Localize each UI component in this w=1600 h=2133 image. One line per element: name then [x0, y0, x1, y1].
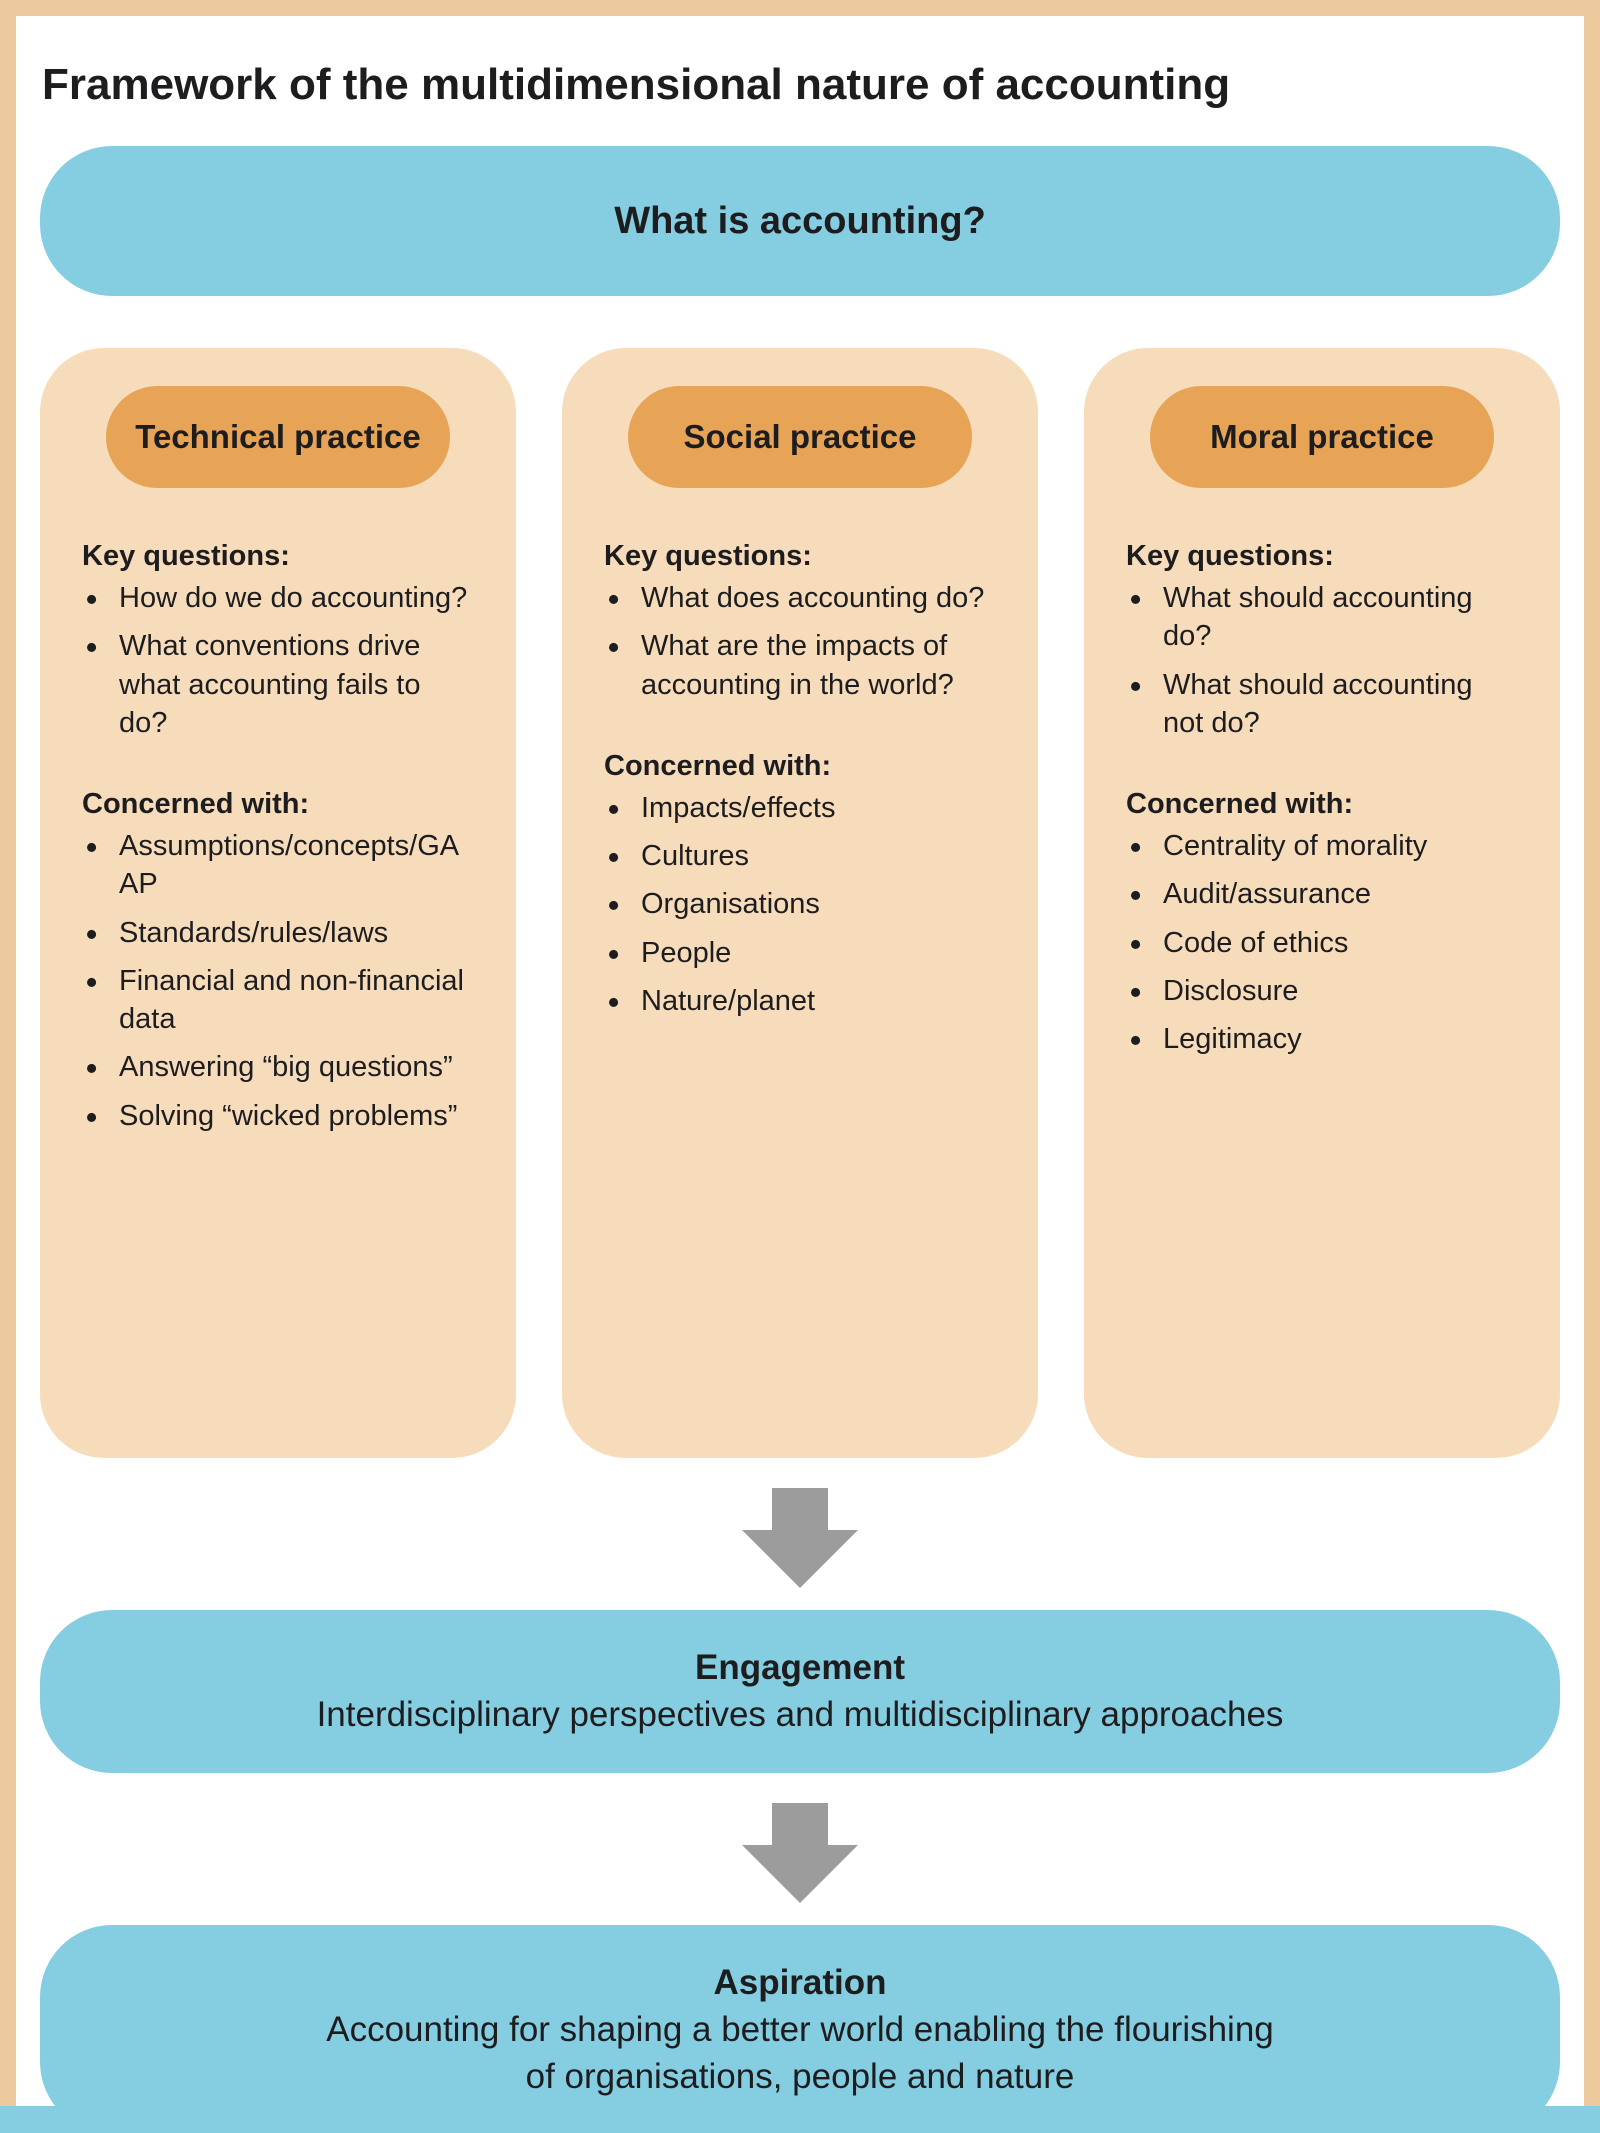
what-is-accounting-label: What is accounting? [614, 199, 986, 242]
down-arrow-2 [740, 1802, 860, 1903]
aspiration-title: Aspiration [713, 1962, 887, 2002]
concerned-with-list: Impacts/effectsCulturesOrganisationsPeop… [604, 788, 996, 1023]
concerned-item: Organisations [604, 884, 996, 926]
key-question-item: What does accounting do? [604, 578, 996, 620]
key-questions-label: Key questions: [1126, 540, 1334, 572]
concerned-item: Assumptions/concepts/GAAP [82, 826, 474, 904]
column-technical-practice: Technical practice Key questions: How do… [40, 348, 516, 1458]
concerned-item: Cultures [604, 836, 996, 878]
concerned-with-label: Concerned with: [1126, 788, 1354, 821]
concerned-item: Code of ethics [1126, 923, 1518, 965]
practice-columns: Technical practice Key questions: How do… [40, 348, 1560, 1458]
aspiration-subtitle: Accounting for shaping a better world en… [326, 2009, 1274, 2096]
bottom-blue-bar [0, 2106, 1600, 2133]
engagement-subtitle: Interdisciplinary perspectives and multi… [316, 1695, 1284, 1735]
engagement-title: Engagement [694, 1648, 906, 1687]
arrow-stem [772, 1488, 828, 1530]
key-questions-list: What should accounting do? What should ac… [1126, 578, 1518, 743]
key-questions-list: How do we do accounting? What conventions… [82, 578, 474, 742]
concerned-item: Standards/rules/laws [82, 913, 474, 955]
concerned-item: Centrality of morality [1126, 826, 1518, 868]
arrow-stem [772, 1802, 828, 1845]
what-is-accounting-banner: What is accounting? [40, 146, 1560, 296]
social-practice-badge: Social practice [627, 386, 973, 488]
concerned-item: Audit/assurance [1126, 874, 1518, 916]
concerned-item: Legitimacy [1126, 1019, 1518, 1061]
concerned-with-label: Concerned with: [82, 788, 310, 821]
moral-practice-badge: Moral practice [1149, 386, 1495, 488]
key-question-item: What conventions drive what accounting f… [82, 626, 474, 742]
engagement-banner: Engagement Interdisciplinary perspective… [40, 1610, 1560, 1773]
key-question-item: What should accounting do? [1126, 578, 1518, 656]
concerned-item: Financial and non-financial data [82, 961, 474, 1039]
key-questions-label: Key questions: [82, 540, 290, 572]
concerned-with-list: Centrality of moralityAudit/assuranceCod… [1126, 826, 1518, 1061]
concerned-item: People [604, 933, 996, 975]
aspiration-banner: Aspiration Accounting for shaping a bett… [40, 1924, 1560, 2133]
column-social-practice: Social practice Key questions: What does… [562, 348, 1038, 1458]
concerned-item: Nature/planet [604, 981, 996, 1023]
column-moral-practice: Moral practice Key questions: What shoul… [1084, 348, 1560, 1458]
key-questions-label: Key questions: [604, 540, 812, 572]
key-question-item: What are the impacts of accounting in th… [604, 626, 996, 704]
down-arrow-1 [740, 1488, 860, 1588]
key-question-item: How do we do accounting? [82, 578, 474, 620]
key-question-item: What should accounting not do? [1126, 665, 1518, 743]
technical-practice-badge: Technical practice [105, 386, 451, 488]
page-title: Framework of the multidimensional nature… [42, 60, 1231, 109]
concerned-item: Disclosure [1126, 971, 1518, 1013]
concerned-item: Answering “big questions” [82, 1047, 474, 1089]
concerned-item: Solving “wicked problems” [82, 1096, 474, 1138]
arrow-head [742, 1844, 858, 1903]
arrow-head [742, 1530, 858, 1588]
key-questions-list: What does accounting do? What are the imp… [604, 578, 996, 704]
concerned-with-list: Assumptions/concepts/GAAP Standards/rules… [82, 826, 474, 1138]
concerned-item: Impacts/effects [604, 788, 996, 830]
concerned-with-label: Concerned with: [604, 749, 832, 782]
